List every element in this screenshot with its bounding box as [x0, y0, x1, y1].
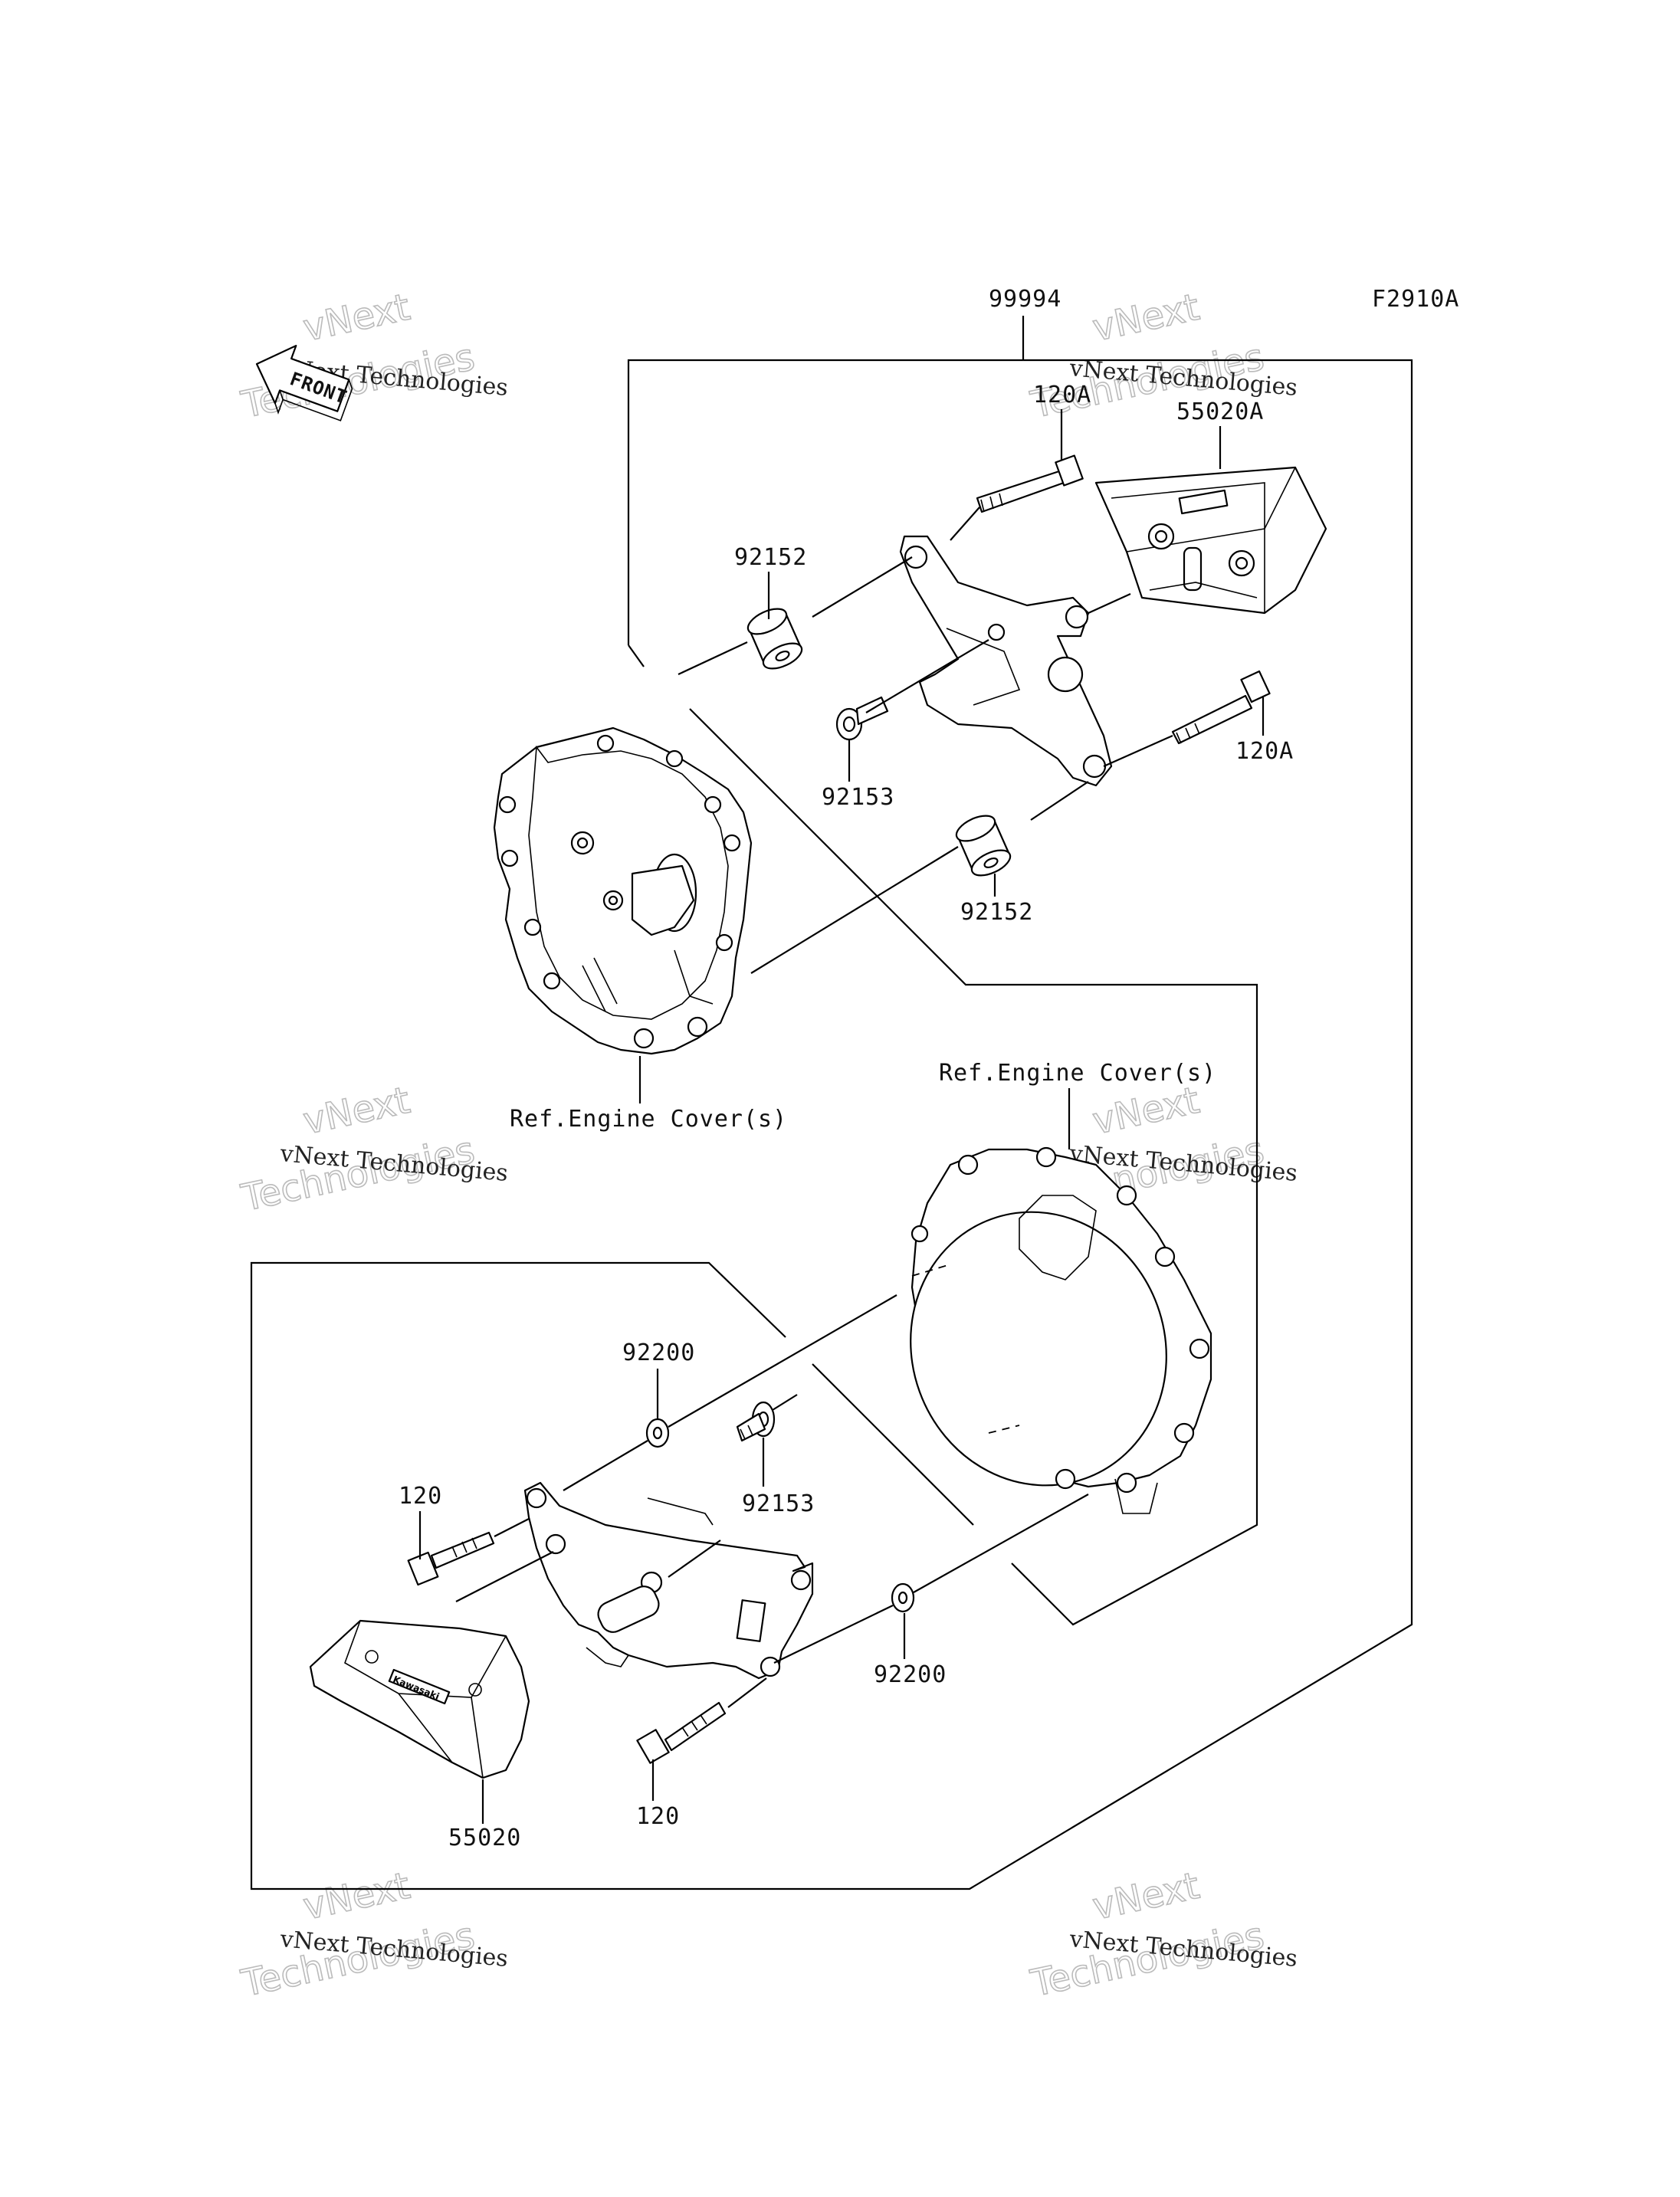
- bolt-120-lower: [636, 1701, 727, 1764]
- kit-number-label: 99994: [989, 286, 1061, 313]
- lower-collar-92152: [955, 815, 1012, 877]
- watermark-outline-line1: vNext: [300, 1079, 414, 1143]
- kit-outline-upper: [250, 359, 1413, 1890]
- part-120A-lower-label: 120A: [1235, 738, 1294, 765]
- kit-outline-upper-inner: [628, 644, 1258, 1626]
- watermark-outline-line1: vNext: [1089, 1079, 1203, 1143]
- part-92152-lower-label: 92152: [960, 899, 1033, 926]
- upper-axis-lines: [678, 507, 1173, 974]
- part-120-lower-label: 120: [636, 1803, 680, 1830]
- upper-slider-55020A: [1094, 466, 1327, 615]
- watermark-mid-left: vNext Technologies vNext Technologies: [237, 1078, 509, 1221]
- part-92200-upper-label: 92200: [622, 1340, 695, 1366]
- watermark-bottom-right: vNext Technologies vNext Technologies: [1026, 1864, 1298, 2006]
- ref-engine-cover-right-label: Ref.Engine Cover(s): [939, 1060, 1216, 1087]
- watermark-outline-line1: vNext: [300, 1864, 414, 1929]
- part-92152-upper-label: 92152: [734, 544, 807, 571]
- lower-slider-55020: Kawasaki: [309, 1619, 530, 1779]
- upper-washer-92200: [645, 1418, 670, 1448]
- lower-bolt-120A: [1171, 670, 1271, 745]
- lower-bolt-92153: [736, 1401, 776, 1442]
- part-92153-upper-label: 92153: [822, 784, 894, 811]
- bolt-120-upper: [407, 1531, 495, 1586]
- engine-cover-right: [910, 1146, 1212, 1514]
- ref-engine-cover-left-label: Ref.Engine Cover(s): [510, 1106, 787, 1133]
- kit-outline-lower-inner: [812, 1363, 974, 1526]
- upper-collar-92152: [746, 608, 803, 670]
- part-120A-top-label: 120A: [1033, 382, 1091, 408]
- figure-code: F2910A: [1372, 286, 1459, 313]
- part-92200-lower-label: 92200: [874, 1661, 947, 1688]
- engine-cover-left: [493, 726, 753, 1055]
- part-55020A-label: 55020A: [1176, 398, 1264, 425]
- lower-bracket: [523, 1481, 814, 1680]
- part-92153-lower-label: 92153: [742, 1490, 815, 1517]
- watermark-outline-line1: vNext: [1089, 286, 1203, 350]
- lower-washer-92200: [891, 1582, 915, 1613]
- watermark-outline-line1: vNext: [300, 286, 414, 350]
- part-55020-label: 55020: [448, 1825, 521, 1851]
- watermark-bottom-left: vNext Technologies vNext Technologies: [237, 1864, 509, 2006]
- lower-axis-lines: [455, 1294, 1089, 1708]
- upper-bolt-92153: [835, 696, 889, 741]
- upper-bolt-120A: [976, 454, 1084, 513]
- part-120-upper-label: 120: [399, 1483, 442, 1510]
- upper-bracket: [899, 535, 1113, 787]
- watermark-outline-line1: vNext: [1089, 1864, 1203, 1929]
